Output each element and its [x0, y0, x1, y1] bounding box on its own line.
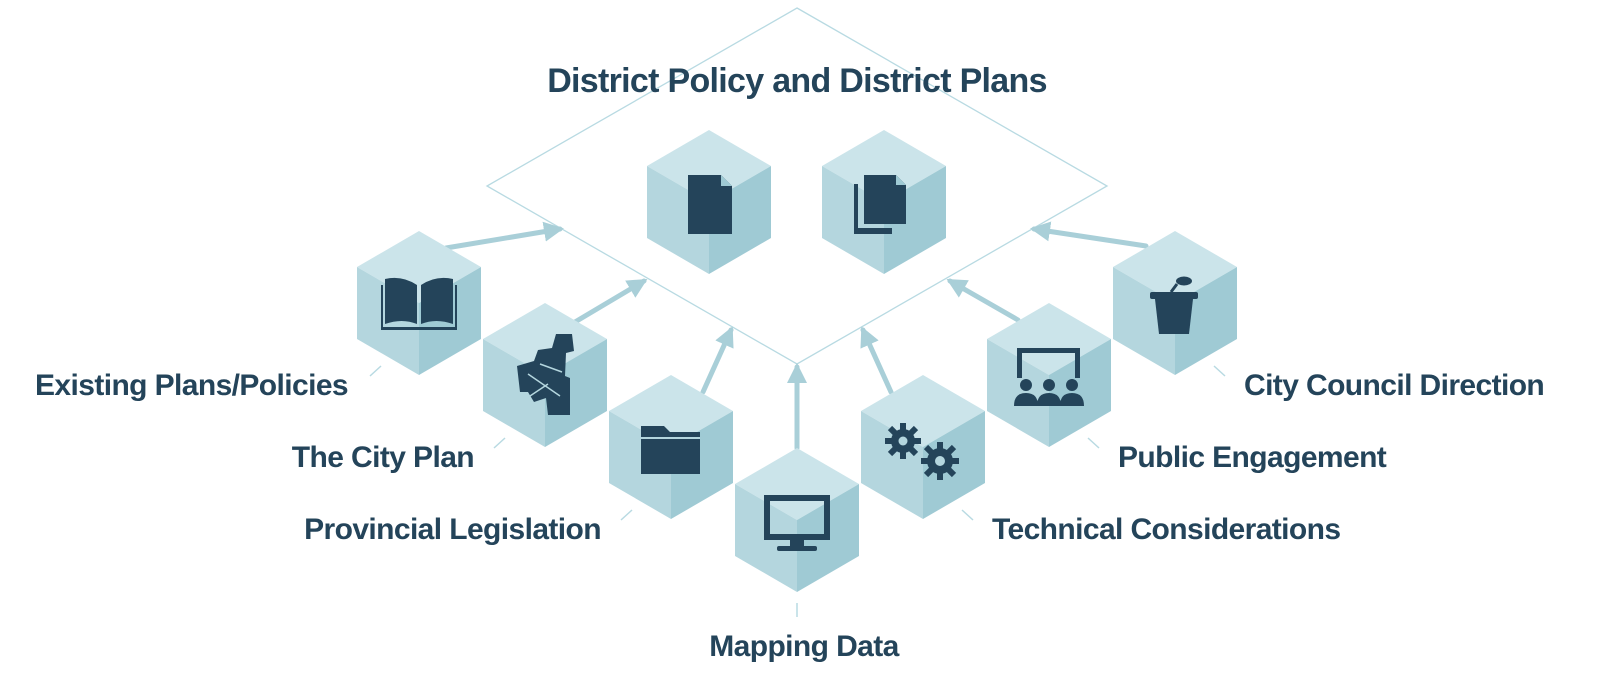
city-map-icon [517, 334, 574, 415]
labels: Existing Plans/Policies The City Plan Pr… [35, 369, 1545, 663]
arrow-city-plan [572, 278, 648, 325]
arrow-technical-considerations [860, 326, 894, 395]
hex-right-face [1049, 339, 1111, 447]
tick-council-direction [1213, 365, 1226, 377]
computer-monitor-icon [764, 495, 830, 551]
label-city-plan: The City Plan [292, 441, 474, 474]
label-existing-plans: Existing Plans/Policies [35, 369, 348, 402]
audience-icon [1014, 348, 1084, 406]
hex-documents [822, 130, 946, 274]
tick-public-engagement [1087, 437, 1100, 449]
label-provincial-legislation: Provincial Legislation [304, 513, 601, 546]
icons [381, 175, 1198, 551]
tick-city-plan [493, 437, 506, 449]
leader-ticks [369, 365, 1226, 617]
hex-right-face [923, 411, 985, 519]
arrow-council-direction [1030, 221, 1149, 249]
hex-technical-considerations [861, 375, 985, 519]
hex-public-engagement [987, 303, 1111, 447]
label-mapping-data: Mapping Data [709, 630, 899, 663]
arrow-existing-plans [443, 221, 564, 251]
label-council-direction: City Council Direction [1244, 369, 1544, 402]
diagram-title: District Policy and District Plans [547, 62, 1047, 100]
documents-icon [854, 175, 906, 234]
arrows [443, 221, 1149, 451]
tick-provincial-legislation [620, 509, 633, 521]
hex-existing-plans [357, 231, 481, 375]
arrow-public-engagement [946, 278, 1021, 323]
podium-microphone-icon [1150, 276, 1198, 334]
folder-icon [641, 426, 700, 474]
label-public-engagement: Public Engagement [1118, 441, 1387, 474]
tick-technical-considerations [961, 509, 974, 521]
label-technical-considerations: Technical Considerations [992, 513, 1340, 546]
tick-existing-plans [369, 365, 382, 377]
open-book-icon [381, 277, 457, 330]
arrow-provincial-legislation [700, 326, 734, 395]
document-icon [688, 175, 732, 234]
hex-mapping-data [735, 448, 859, 592]
gears-icon [885, 423, 959, 480]
hex-left-face [987, 339, 1049, 447]
